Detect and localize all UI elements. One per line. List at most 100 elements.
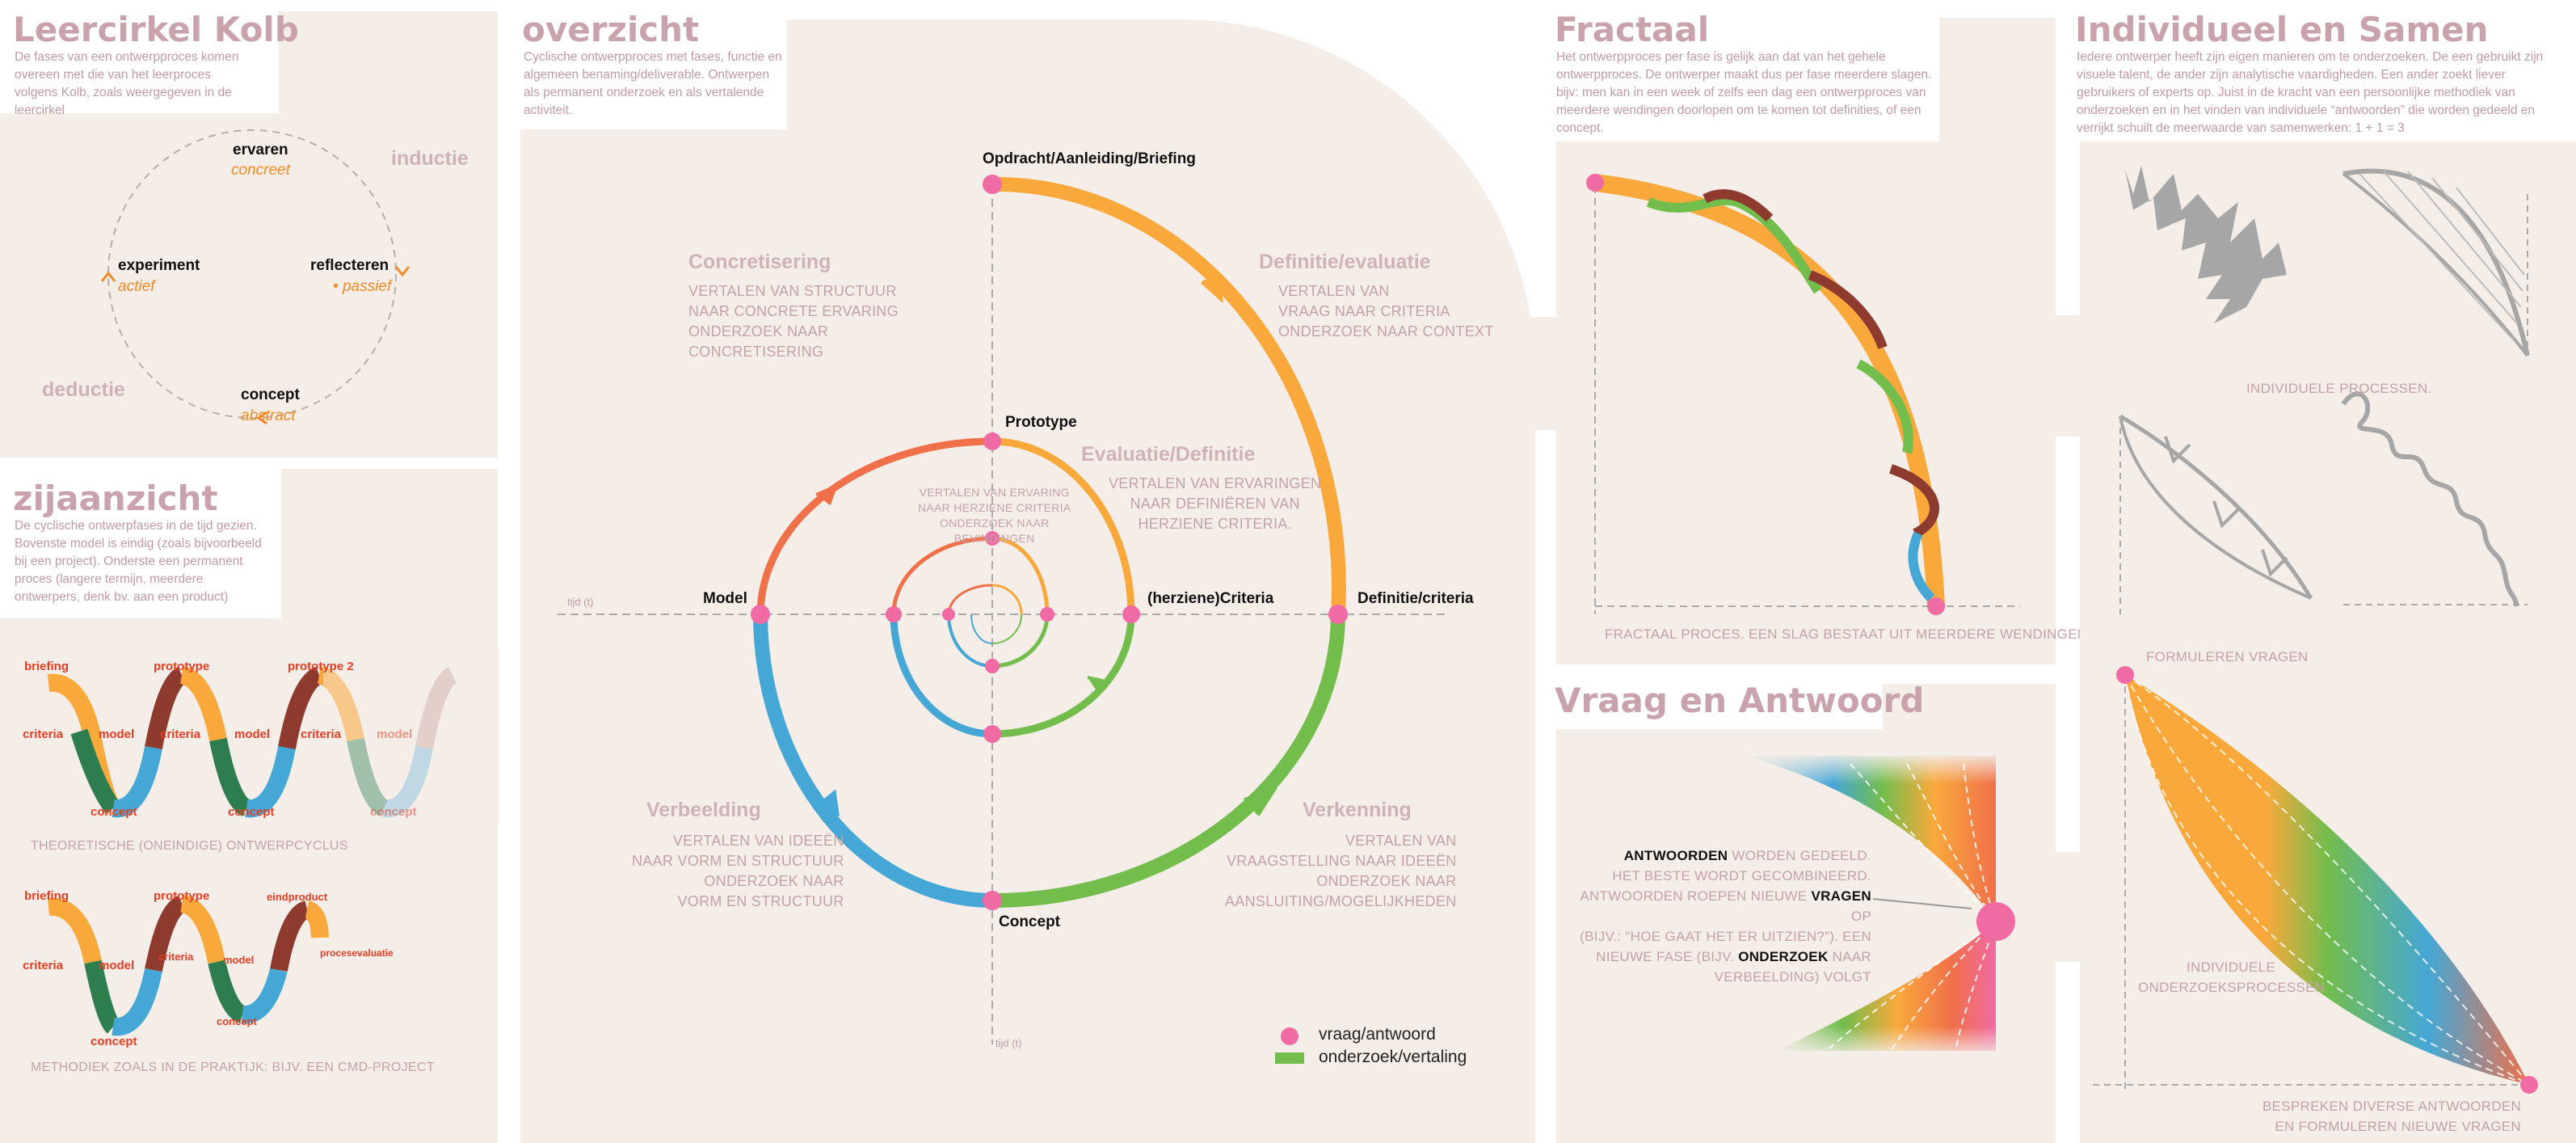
vraag-t1: WORDEN GEDEELD.	[1728, 848, 1871, 863]
w2-model: model	[99, 959, 135, 972]
kolb-deductie: deductie	[42, 378, 125, 401]
vraag-text: ANTWOORDEN WORDEN GEDEELD. HET BESTE WOR…	[1572, 846, 1871, 987]
vraag-t5: OP	[1850, 909, 1871, 924]
individuele-processen: INDIVIDUELE PROCESSEN.	[2246, 381, 2432, 396]
overzicht-spiral	[558, 175, 1446, 1064]
phase-inner-text: VERTALEN VAN ERVARING NAAR HERZIENE CRIT…	[918, 486, 1071, 545]
zijaanzicht-header	[0, 469, 281, 618]
w1-briefing: briefing	[24, 660, 69, 673]
vraag-t10: VERBEELDING) VOLGT	[1714, 969, 1871, 985]
phase-verkenning-text: VERTALEN VAN VRAAGSTELLING NAAR IDEEËN O…	[1225, 833, 1457, 909]
kolb-experiment: experiment	[118, 257, 200, 274]
node-inner-right: (herziene)Criteria	[1147, 590, 1274, 607]
w2-prototype: prototype	[154, 889, 210, 903]
kolb-desc: De fases van een ontwerpproces komen ove…	[15, 50, 239, 117]
connector-right-2	[2056, 852, 2080, 962]
kolb-passief-text: passief	[342, 278, 392, 295]
vraag-t8: ONDERZOEK	[1738, 949, 1829, 964]
node-inner-top: Prototype	[1005, 414, 1077, 431]
vraag-t9: NAAR	[1828, 949, 1871, 964]
w2-procesevaluatie: procesevaluatie	[320, 947, 394, 959]
w1-prototype: prototype	[154, 660, 210, 673]
connector-right-1	[2056, 315, 2080, 437]
kolb-circle	[100, 129, 410, 425]
w1-concept-3: concept	[370, 805, 417, 819]
legend-point: vraag/antwoord	[1319, 1025, 1436, 1044]
w1-criteria: criteria	[23, 728, 64, 741]
w1-criteria-3: criteria	[301, 728, 342, 741]
w2-concept: concept	[90, 1035, 137, 1048]
phase-definitie-title: Definitie/evaluatie	[1259, 251, 1431, 273]
overzicht-panel	[520, 19, 1535, 1143]
kolb-reflecteren: reflecteren	[310, 257, 389, 274]
node-bottom: Concept	[999, 913, 1060, 930]
overzicht-header	[520, 0, 787, 129]
phase-concretisering-title: Concretisering	[688, 251, 831, 273]
vraag-t4: VRAGEN	[1811, 888, 1871, 904]
axis-time-v: tijd (t)	[995, 1037, 1022, 1049]
w1-model: model	[99, 728, 135, 741]
kolb-title: Leercirkel Kolb	[13, 10, 299, 49]
overzicht-connector	[1519, 317, 1556, 430]
individueel-desc: Iedere ontwerper heeft zijn eigen manier…	[2077, 50, 2544, 135]
w2-briefing: briefing	[24, 889, 69, 903]
vraag-t3: ANTWOORDEN ROEPEN NIEUWE	[1580, 888, 1812, 904]
phase-verbeelding-title: Verbeelding	[646, 799, 761, 821]
wave-2	[47, 895, 329, 1036]
node-left: Model	[703, 590, 747, 607]
phase-evaluatie-title: Evaluatie/Definitie	[1081, 443, 1256, 466]
fractaal-desc: Het ontwerpproces per fase is gelijk aan…	[1556, 50, 1932, 135]
bespreken-antwoorden: BESPREKEN DIVERSE ANTWOORDEN EN FORMULER…	[2262, 1099, 2522, 1134]
zijaanzicht-desc: De cyclische ontwerpfases in de tijd gez…	[15, 519, 262, 604]
individuele-onderzoeksprocessen: INDIVIDUELE ONDERZOEKSPROCESSEN	[2138, 960, 2326, 995]
phase-evaluatie-text: VERTALEN VAN ERVARINGEN NAAR DEFINIËREN …	[1109, 475, 1322, 532]
axis-time-h: tijd (t)	[567, 596, 594, 608]
w1-concept: concept	[90, 805, 137, 819]
phase-definitie-text: VERTALEN VAN VRAAG NAAR CRITERIA ONDERZO…	[1278, 283, 1494, 340]
zijaanzicht-title: zijaanzicht	[13, 479, 218, 518]
kolb-actief: actief	[118, 278, 155, 295]
formuleren-vragen: FORMULEREN VRAGEN	[2146, 649, 2309, 664]
vraag-t6: (BIJV.: “HOE GAAT HET ER UITZIEN?”). EEN	[1580, 929, 1871, 944]
vraag-t0: ANTWOORDEN	[1623, 848, 1728, 863]
w2-caption: METHODIEK ZOALS IN DE PRAKTIJK: BIJV. EE…	[31, 1061, 435, 1074]
kolb-ervaren: ervaren	[233, 141, 288, 158]
kolb-abstract: abstract	[241, 407, 296, 424]
vraag-t7: NIEUWE FASE (BIJV.	[1596, 949, 1739, 964]
node-right: Definitie/criteria	[1357, 590, 1474, 607]
kolb-header	[0, 0, 279, 113]
w2-concept-2: concept	[217, 1015, 257, 1027]
w1-caption: THEORETISCHE (ONEINDIGE) ONTWERPCYCLUS	[31, 839, 348, 853]
w1-model-2: model	[234, 728, 271, 741]
kolb-concept: concept	[241, 386, 300, 403]
vraag-t2: HET BESTE WORDT GECOMBINEERD.	[1612, 868, 1871, 884]
individueel-header	[2069, 0, 2576, 141]
w1-prototype2: prototype 2	[288, 660, 354, 673]
kolb-inductie: inductie	[391, 147, 469, 170]
individueel-title: Individueel en Samen	[2075, 10, 2489, 49]
fractaal-header	[1543, 0, 1939, 141]
overzicht-title: overzicht	[522, 10, 700, 49]
legend-line: onderzoek/vertaling	[1319, 1048, 1467, 1066]
w1-model-3: model	[377, 728, 413, 741]
w2-criteria-2: criteria	[158, 951, 194, 963]
w2-eindproduct: eindproduct	[267, 891, 328, 903]
w2-criteria: criteria	[23, 959, 64, 972]
fractaal-caption: FRACTAAL PROCES. EEN SLAG BESTAAT UIT ME…	[1605, 626, 2092, 642]
phase-verbeelding-text: VERTALEN VAN IDEEËN NAAR VORM EN STRUCTU…	[632, 833, 844, 909]
overzicht-desc: Cyclische ontwerpproces met fases, funct…	[524, 50, 782, 117]
kolb-concreet: concreet	[231, 162, 290, 179]
wave-1	[47, 647, 501, 825]
w1-concept-2: concept	[228, 805, 275, 819]
phase-verkenning-title: Verkenning	[1303, 799, 1412, 821]
w1-criteria-2: criteria	[160, 728, 201, 741]
fractaal-title: Fractaal	[1555, 10, 1710, 49]
vraag-header	[1543, 676, 1883, 729]
phase-concretisering-text: VERTALEN VAN STRUCTUUR NAAR CONCRETE ERV…	[688, 283, 899, 360]
vraag-title: Vraag en Antwoord	[1555, 681, 1925, 720]
w2-model-2: model	[223, 954, 255, 966]
node-top: Opdracht/Aanleiding/Briefing	[983, 150, 1196, 167]
